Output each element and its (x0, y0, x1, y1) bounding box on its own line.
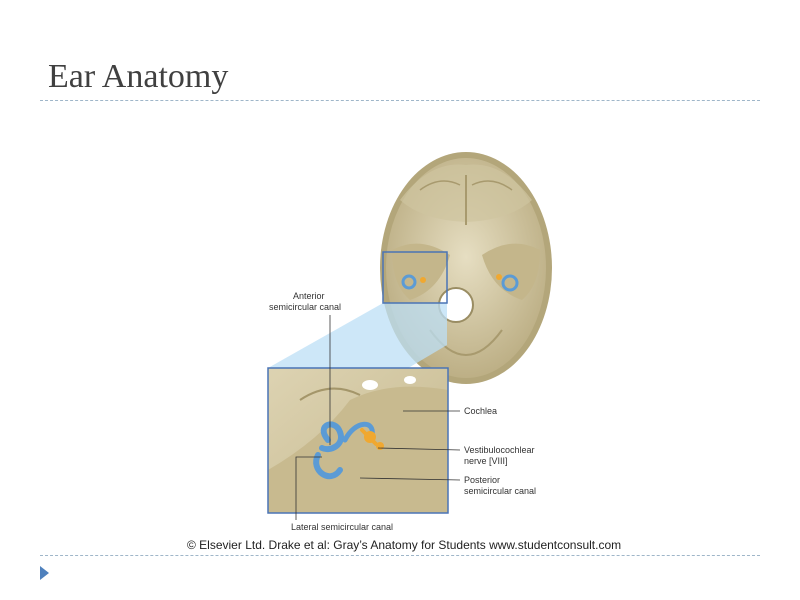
label-anterior-line2: semicircular canal (269, 302, 342, 312)
bullet-arrow-icon (40, 566, 49, 580)
label-cochlea: Cochlea (464, 406, 498, 416)
leader-lines (295, 315, 461, 520)
title-divider (40, 100, 760, 101)
label-vestibulocochlear-line2: nerve [VIII] (464, 456, 508, 466)
slide-title: Ear Anatomy (48, 58, 229, 95)
zoom-inset-frame (267, 367, 449, 514)
bottom-divider (40, 555, 760, 556)
label-vestibulocochlear-line1: Vestibulocochlear (464, 445, 535, 455)
copyright-caption: © Elsevier Ltd. Drake et al: Gray’s Anat… (187, 538, 622, 552)
zoomed-inset (268, 368, 448, 513)
label-posterior-line2: semicircular canal (464, 486, 537, 496)
zoom-connector (268, 303, 447, 383)
label-lateral: Lateral semicircular canal (291, 522, 394, 532)
zoom-source-box (382, 251, 448, 304)
label-anterior-line1: Anterior (293, 291, 325, 301)
label-posterior-line1: Posterior (464, 475, 501, 485)
